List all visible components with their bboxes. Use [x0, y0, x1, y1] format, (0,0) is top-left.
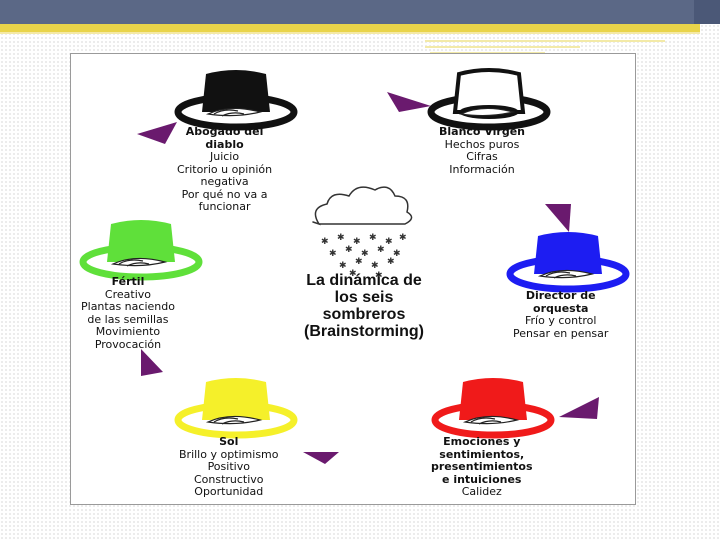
svg-text:✱: ✱	[399, 233, 407, 243]
hat-label-yellow: Sol Brillo y optimismo Positivo Construc…	[179, 435, 279, 499]
decor-line	[425, 46, 580, 48]
hat-description-line: Cifras	[466, 150, 498, 163]
center-title-line: sombreros	[322, 306, 406, 323]
hat-title: presentimientos	[431, 460, 533, 473]
svg-text:✱: ✱	[345, 245, 353, 255]
hat-description-line: Por qué no va a	[181, 187, 268, 201]
hat-description-line: Constructivo	[193, 472, 264, 486]
center-title-line: (Brainstorming)	[304, 323, 424, 340]
hat-description-line: Provocación	[94, 337, 162, 351]
accent-band	[0, 24, 700, 32]
hat-title: Sol	[219, 435, 239, 448]
svg-text:✱: ✱	[387, 257, 395, 267]
svg-text:✱: ✱	[377, 245, 385, 255]
svg-text:✱: ✱	[329, 249, 337, 259]
cycle-arrow-icon	[137, 122, 177, 144]
cycle-arrow-icon	[559, 397, 599, 419]
svg-text:✱: ✱	[355, 257, 363, 267]
svg-text:✱: ✱	[393, 249, 401, 259]
hats-diagram: ✱✱✱ ✱✱✱ ✱✱✱ ✱✱ ✱✱✱ ✱✱✱	[79, 68, 630, 464]
hat-description-line: negativa	[200, 175, 249, 188]
hat-description-line: Pensar en pensar	[513, 326, 609, 340]
cycle-arrow-icon	[387, 92, 431, 112]
center-title-line: La dinámica de	[306, 272, 422, 289]
svg-text:✱: ✱	[375, 271, 383, 281]
hat-label-black: Abogado del diablo Juicio Critorio u opi…	[177, 125, 273, 214]
svg-text:✱: ✱	[361, 249, 369, 259]
svg-text:✱: ✱	[339, 261, 347, 271]
cycle-arrow-icon	[545, 204, 571, 232]
hat-description-line: Brillo y optimismo	[179, 447, 279, 461]
svg-text:✱: ✱	[371, 261, 379, 271]
hat-description-line: Información	[449, 162, 515, 176]
hat-label-red: Emociones y sentimientos, presentimiento…	[431, 435, 533, 499]
svg-text:✱: ✱	[349, 269, 357, 279]
diagram-center-title: La dinámica de los seis sombreros (Brain…	[279, 272, 449, 340]
hat-description-line: Juicio	[209, 150, 240, 163]
svg-text:✱: ✱	[353, 237, 361, 247]
accent-band-thin	[0, 32, 700, 34]
hat-title: Director de	[525, 289, 596, 302]
cycle-arrow-icon	[141, 349, 163, 376]
hat-description-line: Critorio u opinión	[177, 162, 273, 176]
hat-label-green: Fértil Creativo Plantas naciendo de las …	[81, 275, 175, 351]
hat-description-line: de las semillas	[87, 312, 169, 326]
cycle-arrow-icon	[303, 452, 339, 464]
hat-title: orquesta	[533, 301, 589, 315]
hat-title: Abogado del	[185, 125, 264, 138]
hat-title: e intuiciones	[442, 472, 522, 486]
blue-hat-icon	[506, 232, 630, 293]
hat-title: sentimientos,	[439, 447, 525, 461]
green-hat-icon	[79, 220, 203, 281]
title-bar-end	[694, 0, 720, 24]
decor-line	[425, 40, 665, 42]
hat-description-line: Frío y control	[524, 314, 597, 327]
svg-text:✱: ✱	[337, 233, 345, 243]
hat-description-line: Calidez	[461, 485, 502, 498]
black-hat-icon	[174, 70, 298, 131]
hat-title: Blanco Virgen	[439, 125, 525, 138]
hat-description-line: Plantas naciendo	[81, 300, 175, 313]
hat-description-line: Oportunidad	[194, 485, 264, 498]
svg-text:✱: ✱	[369, 233, 377, 243]
title-bar	[0, 0, 720, 24]
svg-text:✱: ✱	[385, 237, 393, 247]
hat-label-blue: Director de orquesta Frío y control Pens…	[513, 289, 609, 340]
hat-description-line: Positivo	[207, 460, 250, 473]
hat-description-line: funcionar	[198, 200, 251, 213]
red-hat-icon	[431, 378, 555, 439]
hat-description-line: Creativo	[104, 287, 152, 301]
diagram-frame: ✱✱✱ ✱✱✱ ✱✱✱ ✱✱ ✱✱✱ ✱✱✱ Abogado del diabl…	[70, 53, 636, 505]
hat-title: Emociones y	[443, 435, 521, 448]
hat-description-line: Movimiento	[95, 325, 161, 338]
yellow-hat-icon	[174, 378, 298, 439]
hat-title: Fértil	[111, 275, 145, 288]
white-hat-icon	[427, 68, 551, 131]
hat-description-line: Hechos puros	[444, 137, 520, 151]
center-title-line: los seis	[334, 289, 394, 306]
svg-text:✱: ✱	[321, 237, 329, 247]
snow-cloud-icon: ✱✱✱ ✱✱✱ ✱✱✱ ✱✱ ✱✱✱ ✱✱✱	[312, 186, 413, 281]
hat-title: diablo	[205, 137, 244, 151]
hat-label-white: Blanco Virgen Hechos puros Cifras Inform…	[439, 125, 525, 176]
